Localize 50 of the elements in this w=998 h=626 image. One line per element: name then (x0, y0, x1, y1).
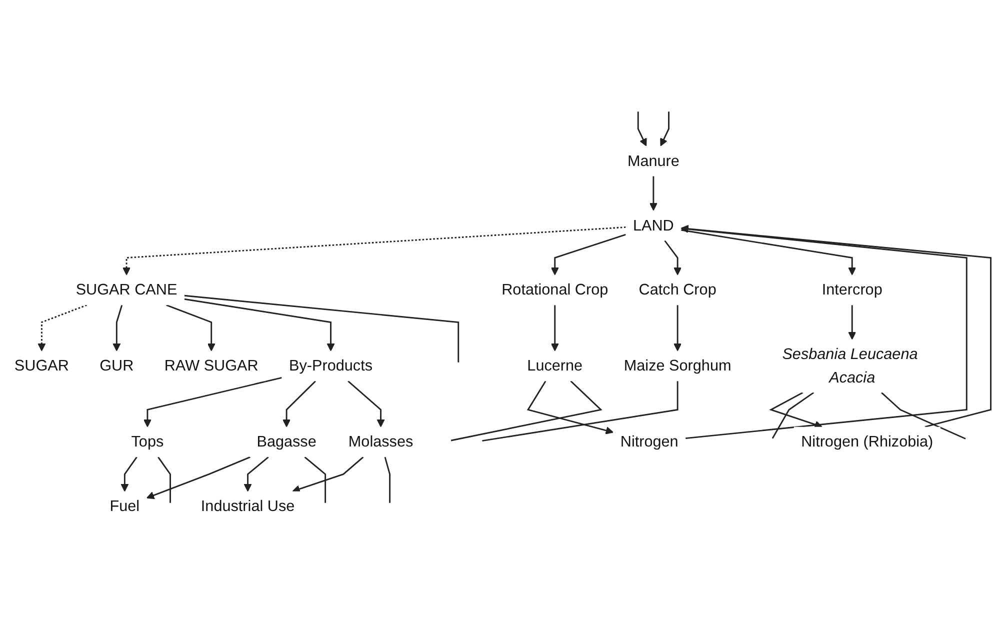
arrow (664, 240, 682, 276)
node-text: Maize Sorghum (624, 357, 732, 374)
node-text: RAW SUGAR (164, 357, 258, 374)
node-text: Manure (627, 152, 680, 170)
arrow (526, 380, 614, 434)
node-text: Nitrogen (620, 433, 678, 450)
node-text: LAND (632, 216, 674, 234)
node-text: GUR (100, 357, 134, 374)
arrow (282, 380, 316, 428)
node-text: Intercrop (822, 281, 882, 298)
node-text: Bagasse (256, 433, 316, 450)
arrow (112, 304, 123, 352)
node-text: Industrial Use (200, 498, 295, 515)
arrow (122, 226, 626, 276)
node-text: Fuel (110, 498, 140, 515)
connector (482, 381, 678, 442)
connector (158, 456, 171, 503)
arrow (144, 376, 282, 428)
node-text: SUGAR CANE (76, 281, 178, 298)
node-text: By-Products (289, 357, 373, 374)
node-text: Rotational Crop (502, 281, 608, 298)
connector (184, 294, 460, 362)
arrow (649, 176, 658, 211)
arrow (120, 456, 138, 492)
arrow (166, 304, 216, 352)
arrow (680, 229, 856, 276)
arrow (848, 305, 856, 340)
arrow (184, 298, 335, 352)
connector (772, 392, 814, 439)
arrow (674, 305, 682, 352)
connector (880, 392, 966, 440)
connector (304, 456, 326, 503)
node-text: Lucerne (527, 357, 583, 374)
arrow (244, 456, 269, 492)
node-text: Catch Crop (638, 281, 716, 298)
arrow (550, 305, 559, 352)
arrow (38, 304, 88, 352)
connector (450, 380, 602, 442)
arrow (292, 456, 364, 493)
arrow (550, 234, 626, 276)
node-text: Molasses (348, 433, 414, 450)
node-text: Sesbania Leucaena Acacia (782, 346, 918, 386)
node-text: Tops (131, 433, 164, 450)
arrow (146, 456, 250, 500)
node-text: SUGAR (14, 357, 69, 374)
connector (384, 456, 391, 503)
arrow (637, 112, 647, 146)
arrow (348, 380, 385, 428)
arrow (769, 392, 822, 428)
arrow (660, 112, 670, 146)
